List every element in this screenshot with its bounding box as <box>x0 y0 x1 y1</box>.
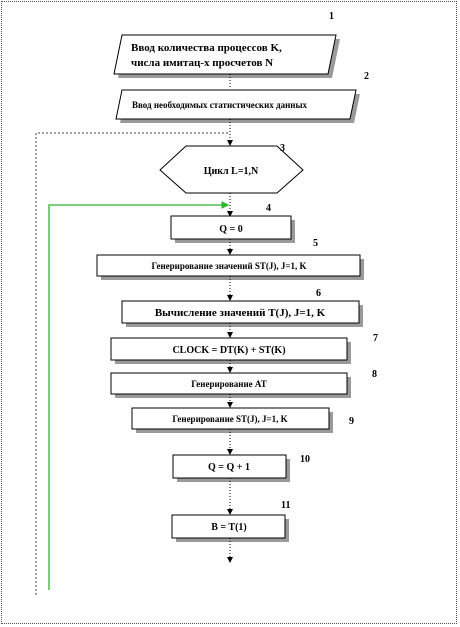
block-6-process: Вычисление значений T(J), J=1, K 6 <box>121 288 363 327</box>
block-6-text: Вычисление значений T(J), J=1, K <box>155 307 326 319</box>
block-6-number: 6 <box>316 288 321 299</box>
block-4-process: Q = 0 4 <box>170 203 295 243</box>
block-2-text: Ввод необходимых статистических данных <box>132 100 307 110</box>
block-2-input: Ввод необходимых статистических данных 2 <box>115 71 369 123</box>
block-8-process: Генерирование AT 8 <box>110 369 377 398</box>
block-3-text: Цикл L=1,N <box>204 166 259 177</box>
block-7-process: CLOCK = DT(K) + ST(K) 7 <box>110 333 378 364</box>
block-7-number: 7 <box>373 333 378 344</box>
block-8-number: 8 <box>372 369 377 380</box>
block-9-process: Генерирование ST(J), J=1, K 9 <box>131 407 354 433</box>
block-8-text: Генерирование AT <box>191 379 267 389</box>
block-4-text: Q = 0 <box>219 224 242 235</box>
block-9-number: 9 <box>349 416 354 427</box>
block-5-text: Генерирование значений ST(J), J=1, K <box>151 261 306 271</box>
block-1-number: 1 <box>329 11 334 22</box>
block-4-number: 4 <box>266 203 271 214</box>
block-3-number: 3 <box>280 143 285 154</box>
block-7-text: CLOCK = DT(K) + ST(K) <box>172 345 285 356</box>
block-10-process: Q = Q + 1 10 <box>172 454 310 482</box>
inner-loop-line <box>48 201 230 590</box>
block-1-input: Ввод количества процессов K, числа имита… <box>113 11 340 78</box>
block-11-number: 11 <box>281 500 290 511</box>
block-9-text: Генерирование ST(J), J=1, K <box>172 414 287 424</box>
block-1-line-2: числа имитац-х просчетов N <box>131 57 273 69</box>
block-11-text: B = T(1) <box>211 522 247 533</box>
block-11-process: B = T(1) 11 <box>171 500 290 542</box>
block-2-number: 2 <box>364 71 369 82</box>
block-10-number: 10 <box>300 454 310 465</box>
block-1-line-1: Ввод количества процессов K, <box>131 42 282 54</box>
block-5-number: 5 <box>313 238 318 249</box>
outer-loop-line <box>35 132 228 595</box>
block-5-process: Генерирование значений ST(J), J=1, K 5 <box>96 238 364 280</box>
block-10-text: Q = Q + 1 <box>208 462 250 473</box>
block-3-loop-header: Цикл L=1,N 3 <box>159 143 304 194</box>
